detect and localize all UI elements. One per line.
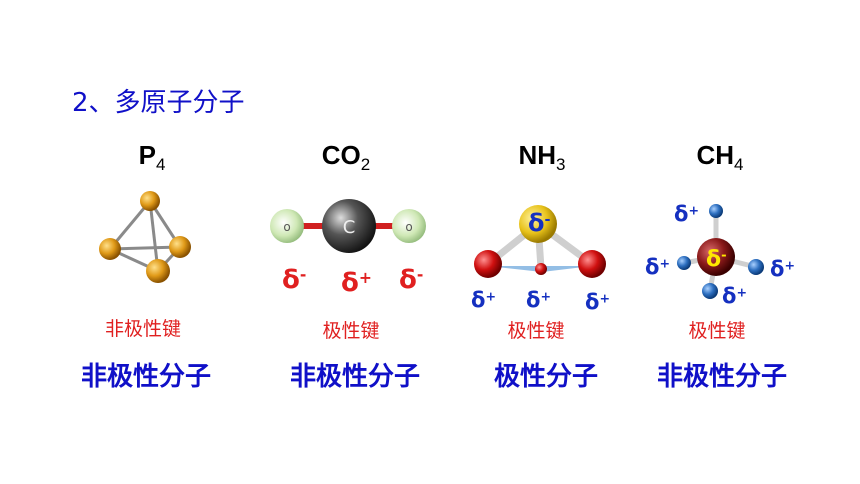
nh3-molecule-diagram [474,205,606,278]
partial-charge-label: δ- [706,247,727,272]
partial-charge-label: δ+ [585,290,610,314]
atom-label: C [343,217,356,238]
partial-charge-label: δ- [399,265,424,295]
bond-type-label: 极性键 [322,320,380,342]
hydrogen-atom [474,250,502,278]
phosphorus-atom [99,238,121,260]
partial-charge-label: δ- [282,265,307,295]
carbon-atom [322,199,376,253]
hydrogen-atom [578,250,606,278]
partial-charge-label: δ+ [341,268,372,298]
atom-label: o [283,220,290,234]
phosphorus-atom [169,236,191,258]
p4-molecule-diagram [99,191,191,283]
formula-base: CO [321,140,361,170]
formula-subscript: 2 [360,155,371,175]
hydrogen-atom [702,283,718,299]
bond-type-label: 非极性键 [104,318,181,340]
section-heading: 2、多原子分子 [72,88,245,118]
partial-charge-label: δ+ [645,255,670,279]
molecule-polarity-label: 非极性分子 [289,362,420,392]
molecule-polarity-label: 极性分子 [493,362,598,392]
phosphorus-atom [146,259,170,283]
formula-p4: P4 [92,140,212,175]
partial-charge-label: δ- [528,209,551,237]
bond-type-label: 极性键 [688,320,746,342]
co2-molecule-diagram: o C o [270,199,426,253]
molecule-polarity-label: 非极性分子 [80,362,211,392]
formula-subscript: 4 [734,155,744,175]
formula-co2: CO2 [286,140,406,175]
formula-subscript: 4 [155,155,166,175]
bond-type-label: 极性键 [507,320,565,342]
molecule-polarity-label: 非极性分子 [656,362,787,392]
atom-label: o [405,220,412,234]
formula-ch4: CH4 [660,140,780,175]
phosphorus-atom [140,191,160,211]
partial-charge-label: δ+ [722,284,747,308]
oxygen-atom [392,209,426,243]
ch4-molecule-diagram [677,204,764,299]
p4-bonds [108,200,182,273]
partial-charge-label: δ+ [471,288,496,312]
formula-base: P [138,140,156,170]
hydrogen-atom [709,204,723,218]
nitrogen-atom [519,205,557,243]
partial-charge-label: δ+ [770,257,795,281]
hydrogen-atom [677,256,691,270]
formula-subscript: 3 [556,155,566,175]
carbon-atom [697,238,735,276]
formula-base: NH [518,140,557,170]
hydrogen-atom [535,263,547,275]
hydrogen-atom [748,259,764,275]
formula-base: CH [696,140,735,170]
partial-charge-label: δ+ [526,288,551,312]
oxygen-atom [270,209,304,243]
formula-nh3: NH3 [482,140,602,175]
partial-charge-label: δ+ [674,202,699,226]
